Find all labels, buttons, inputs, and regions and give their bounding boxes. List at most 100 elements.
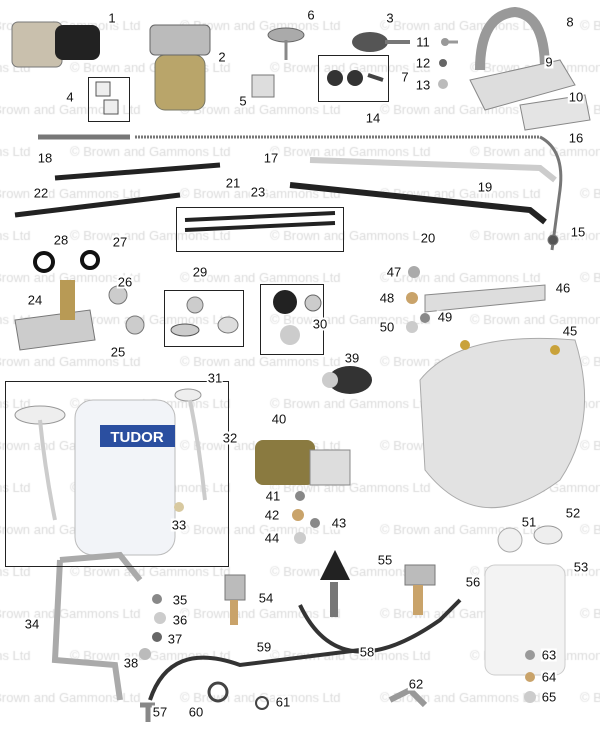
pump-39 (322, 366, 372, 394)
callout-label: 24 (26, 292, 44, 308)
tudor-logo: TUDOR (110, 429, 163, 446)
blade-21 (54, 162, 221, 181)
callout-label: 22 (32, 185, 50, 201)
wiper-motor-1 (11, 21, 100, 68)
callout-label: 2 (217, 49, 227, 65)
kit-box-29 (164, 290, 244, 347)
washer-28 (33, 251, 55, 273)
washer-27 (80, 250, 100, 270)
armature-3 (352, 32, 410, 52)
callout-label: 4 (65, 89, 75, 105)
callout-label: 54 (257, 590, 275, 606)
callout-label: 5 (238, 93, 248, 109)
callout-label: 13 (414, 77, 432, 93)
callout-label: 62 (407, 676, 425, 692)
callout-label: 63 (540, 647, 558, 663)
callout-label: 28 (52, 232, 70, 248)
hose-59 (148, 648, 361, 701)
callout-label: 10 (567, 89, 585, 105)
callout-label: 30 (311, 316, 329, 332)
callout-label: 56 (464, 574, 482, 590)
nut-25 (125, 315, 145, 335)
callout-label: 12 (414, 55, 432, 71)
callout-label: 58 (358, 644, 376, 660)
callout-label: 45 (561, 323, 579, 339)
callout-label: 1 (107, 10, 117, 26)
callout-label: 8 (565, 14, 575, 30)
part-5 (251, 74, 275, 98)
callout-label: 7 (400, 69, 410, 85)
callout-label: 23 (249, 184, 267, 200)
callout-label: 37 (166, 631, 184, 647)
callout-label: 29 (191, 264, 209, 280)
callout-label: 9 (544, 54, 554, 70)
callout-label: 38 (122, 655, 140, 671)
kit-box-7 (318, 55, 389, 102)
kit-30 (273, 290, 322, 345)
callout-label: 53 (572, 559, 590, 575)
callout-label: 64 (540, 669, 558, 685)
callout-label: 40 (270, 411, 288, 427)
part-33 (174, 502, 184, 512)
callout-label: 27 (111, 234, 129, 250)
callout-label: 44 (263, 530, 281, 546)
fixings-63-65 (524, 650, 536, 703)
callout-label: 42 (263, 507, 281, 523)
callout-label: 3 (385, 10, 395, 26)
callout-label: 33 (170, 517, 188, 533)
plate-10 (519, 94, 591, 131)
callout-label: 41 (264, 488, 282, 504)
callout-label: 39 (343, 350, 361, 366)
callout-label: 60 (187, 704, 205, 720)
callout-label: 48 (378, 290, 396, 306)
part-7 (327, 70, 384, 86)
callout-label: 46 (554, 280, 572, 296)
callout-label: 17 (262, 150, 280, 166)
circlip-61 (255, 696, 269, 710)
callout-label: 21 (224, 175, 242, 191)
callout-label: 59 (255, 639, 273, 655)
callout-label: 26 (116, 274, 134, 290)
callout-label: 43 (330, 515, 348, 531)
arm-19 (309, 157, 557, 183)
callout-label: 18 (36, 150, 54, 166)
callout-label: 57 (151, 704, 169, 720)
callout-label: 31 (206, 370, 224, 386)
ring-52 (533, 525, 563, 545)
callout-label: 15 (569, 224, 587, 240)
reservoir-bag-45 (419, 337, 586, 509)
callout-label: 61 (274, 694, 292, 710)
bracket-34 (51, 551, 143, 701)
callout-label: 25 (109, 344, 127, 360)
callout-label: 16 (567, 130, 585, 146)
callout-label: 20 (419, 230, 437, 246)
wiper-motor-2 (149, 24, 211, 111)
bracket-8 (475, 6, 550, 71)
fixings-47-50 (406, 266, 430, 333)
bracket-46 (424, 284, 546, 313)
callout-label: 52 (564, 505, 582, 521)
callout-label: 19 (476, 179, 494, 195)
callout-label: 55 (376, 552, 394, 568)
jet-54 (224, 574, 246, 625)
hose-58 (298, 598, 462, 654)
connector-57 (140, 702, 155, 722)
callout-label: 14 (364, 110, 382, 126)
kit-box-31 (5, 381, 229, 567)
plate-9 (469, 59, 576, 111)
callout-label: 49 (436, 309, 454, 325)
callout-label: 6 (306, 7, 316, 23)
callout-label: 50 (378, 319, 396, 335)
pump-40 (255, 440, 351, 486)
bolt-11-13 (438, 38, 458, 89)
callout-label: 65 (540, 689, 558, 705)
kit-box-23 (176, 207, 344, 252)
callout-label: 47 (385, 264, 403, 280)
callout-label: 36 (171, 612, 189, 628)
jet-56 (404, 564, 436, 615)
cap-51 (497, 527, 523, 553)
callout-label: 51 (520, 514, 538, 530)
callout-label: 35 (171, 592, 189, 608)
